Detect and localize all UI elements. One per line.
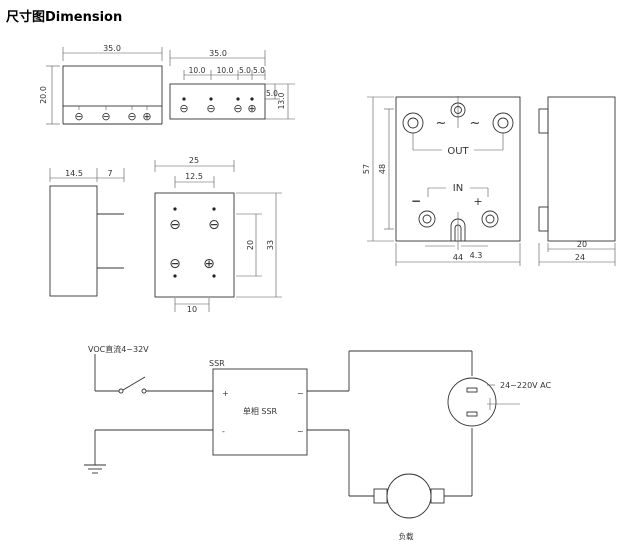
- ac-symbol: ~: [470, 116, 481, 131]
- front-width-dim: 35.0: [103, 44, 121, 53]
- screw-terminal-icon: [481, 210, 499, 228]
- bottom-outer-height-dim: 33: [266, 240, 275, 250]
- ac-outlet-icon: [447, 377, 497, 427]
- screw-terminal-icon: [418, 210, 436, 228]
- bottom-view: 25 12.5 ⊖ ⊖ ⊖ ⊕ 20 33 10: [154, 156, 282, 314]
- bottom-view-body: [154, 192, 235, 298]
- ssr-label: SSR: [209, 359, 225, 368]
- in-label: IN: [453, 183, 463, 194]
- minus-terminal-icon: ⊖: [127, 110, 136, 123]
- screw-terminal-icon: [492, 112, 514, 134]
- wiring-diagram: VOC直流4~32V SSR + - 单相 SSR ~ ~ 24~220V AC: [84, 344, 552, 541]
- ssr-plus-terminal: +: [222, 389, 229, 398]
- load-label: 负载: [399, 531, 414, 541]
- ac-symbol: ~: [436, 116, 447, 131]
- side-depth-dim: 14.5: [65, 169, 83, 178]
- top-view-body: [169, 83, 266, 120]
- front-view: 35.0 20.0 ⊖ ⊖ ⊖ ⊕: [39, 44, 163, 125]
- plus-terminal-icon: ⊕: [203, 256, 215, 272]
- minus-terminal-icon: ⊖: [74, 110, 83, 123]
- ssr-module-box: [212, 368, 308, 456]
- ssr-inner-label: 单相 SSR: [243, 406, 278, 416]
- pitch-dim: 5.0: [239, 66, 251, 75]
- large-side-body: [547, 96, 616, 242]
- page-title: 尺寸图Dimension: [6, 10, 123, 25]
- pitch-dim: 5.0: [253, 66, 265, 75]
- minus-terminal-icon: ⊖: [169, 217, 181, 233]
- screw-terminal-icon: [402, 112, 424, 134]
- minus-terminal-icon: ⊖: [206, 102, 215, 115]
- front-height-dim: 20.0: [39, 86, 48, 104]
- pitch-dim: 10.0: [189, 66, 206, 75]
- side-view-body: [49, 185, 98, 297]
- ssr-ac-terminal: ~: [297, 389, 304, 398]
- minus-terminal-icon: ⊖: [179, 102, 188, 115]
- load-motor-icon: [373, 488, 388, 504]
- bottom-outer-width-dim: 25: [189, 156, 199, 165]
- minus-sign: −: [411, 194, 421, 208]
- large-width-dim: 44: [453, 253, 463, 262]
- front-view-body: [62, 65, 163, 107]
- side-pin-dim: 7: [107, 169, 112, 178]
- slot-width-dim: 4.3: [470, 251, 483, 260]
- large-side-view: 20 24: [538, 96, 616, 266]
- pin-pitch-dim: 10: [187, 305, 197, 314]
- out-label: OUT: [447, 146, 469, 157]
- minus-terminal-icon: ⊖: [208, 217, 220, 233]
- large-front-view: 57 48 ~ ~ OUT IN − + 44: [362, 96, 521, 266]
- top-width-dim: 35.0: [209, 49, 227, 58]
- outer-height-dim: 57: [362, 164, 371, 174]
- minus-terminal-icon: ⊖: [101, 110, 110, 123]
- plus-terminal-icon: ⊕: [142, 110, 151, 123]
- plus-terminal-icon: ⊕: [247, 102, 256, 115]
- bottom-inner-width-dim: 12.5: [185, 172, 203, 181]
- side-inner-depth-dim: 20: [577, 240, 587, 249]
- inner-height-dim: 48: [378, 164, 387, 174]
- top-height-dim: 13.0: [277, 92, 286, 109]
- side-view: 14.5 7: [49, 168, 125, 297]
- pin-offset-dim: 5.0: [266, 89, 278, 98]
- ssr-minus-terminal: -: [222, 427, 225, 436]
- pitch-dim: 10.0: [217, 66, 234, 75]
- side-outer-depth-dim: 24: [575, 253, 585, 262]
- dc-input-label: VOC直流4~32V: [88, 344, 149, 354]
- minus-terminal-icon: ⊖: [233, 102, 242, 115]
- switch-icon: [118, 388, 124, 394]
- ssr-ac-terminal: ~: [297, 427, 304, 436]
- bottom-inner-height-dim: 20: [246, 240, 255, 250]
- top-view: 35.0 10.0 10.0 5.0 5.0 ⊖ ⊖ ⊖ ⊕ 5.0 13.0: [169, 49, 295, 120]
- plus-sign: +: [473, 195, 482, 208]
- ac-supply-label: 24~220V AC: [500, 381, 552, 390]
- minus-terminal-icon: ⊖: [169, 256, 181, 272]
